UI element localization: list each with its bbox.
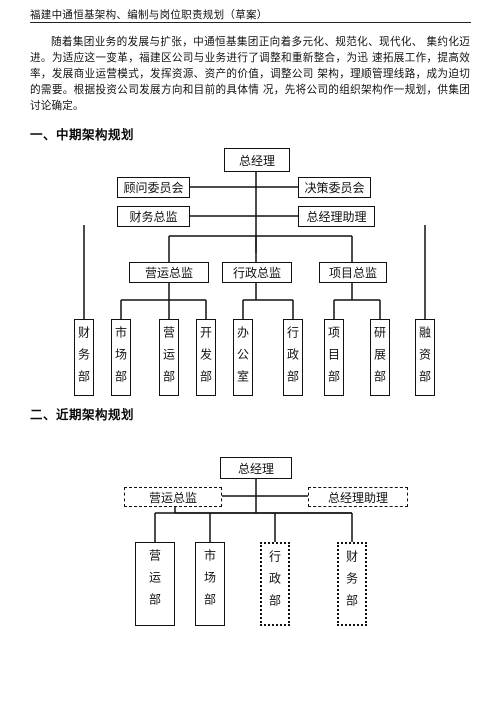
near-operations-director-box: 营运总监 bbox=[124, 487, 222, 507]
dept-operations-label: 营运部 bbox=[161, 326, 176, 392]
near-gm-assistant-box: 总经理助理 bbox=[308, 487, 408, 507]
dept-finance-label: 财务部 bbox=[76, 326, 91, 392]
dept-finance: 财务部 bbox=[74, 319, 94, 396]
decision-committee-box: 决策委员会 bbox=[298, 177, 371, 198]
gm-assistant-box: 总经理助理 bbox=[298, 206, 375, 227]
dept-market-label: 市场部 bbox=[113, 326, 128, 392]
dept-financing: 融资部 bbox=[415, 319, 435, 396]
dept-office: 办公室 bbox=[233, 319, 253, 396]
section-heading-mid-term: 一、中期架构规划 bbox=[30, 127, 135, 142]
page-header: 福建中通恒基架构、编制与岗位职责规划（草案） bbox=[30, 9, 268, 21]
project-director-box: 项目总监 bbox=[319, 262, 387, 283]
near-dept-administration-label: 行政部 bbox=[267, 550, 282, 616]
near-dept-market-label: 市场部 bbox=[202, 549, 217, 615]
near-dept-finance: 财务部 bbox=[337, 542, 367, 626]
dept-research: 研展部 bbox=[370, 319, 390, 396]
header-divider bbox=[30, 22, 471, 23]
finance-director-box: 财务总监 bbox=[117, 206, 190, 227]
near-dept-market: 市场部 bbox=[195, 542, 225, 626]
admin-director-box: 行政总监 bbox=[222, 262, 292, 283]
mid-general-manager-box: 总经理 bbox=[224, 148, 290, 172]
dept-financing-label: 融资部 bbox=[417, 326, 432, 392]
near-dept-finance-label: 财务部 bbox=[344, 550, 359, 616]
dept-development: 开发部 bbox=[196, 319, 216, 396]
near-dept-operations-label: 营运部 bbox=[147, 549, 162, 615]
dept-office-label: 办公室 bbox=[235, 326, 250, 392]
dept-research-label: 研展部 bbox=[372, 326, 387, 392]
dept-administration-label: 行政部 bbox=[285, 326, 300, 392]
near-dept-administration: 行政部 bbox=[260, 542, 290, 626]
near-dept-operations: 营运部 bbox=[135, 542, 175, 626]
dept-project: 项目部 bbox=[324, 319, 344, 396]
dept-development-label: 开发部 bbox=[198, 326, 213, 392]
dept-operations: 营运部 bbox=[159, 319, 179, 396]
section-heading-near-term: 二、近期架构规划 bbox=[30, 407, 135, 422]
dept-project-label: 项目部 bbox=[326, 326, 341, 392]
dept-market: 市场部 bbox=[111, 319, 131, 396]
dept-administration: 行政部 bbox=[283, 319, 303, 396]
near-general-manager-box: 总经理 bbox=[220, 457, 292, 479]
operations-director-box: 营运总监 bbox=[129, 262, 209, 283]
advisory-committee-box: 顾问委员会 bbox=[117, 177, 190, 198]
intro-paragraph: 随着集团业务的发展与扩张，中通恒基集团正向着多元化、规范化、现代化、 集约化迈进… bbox=[30, 36, 470, 112]
